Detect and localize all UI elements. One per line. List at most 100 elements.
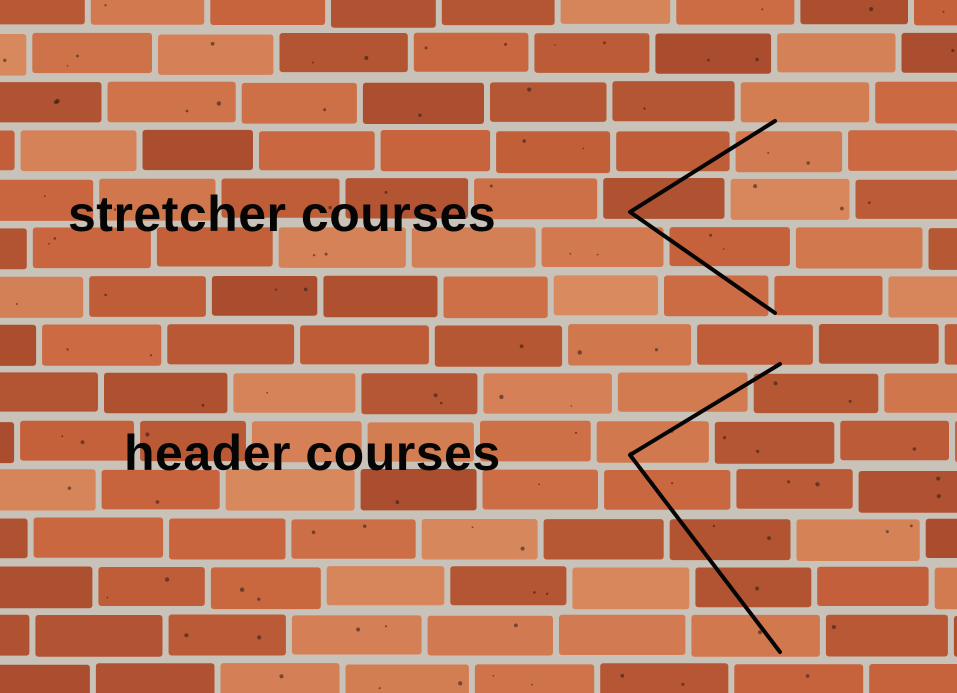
- brick: [20, 420, 135, 461]
- brick-speckle: [514, 623, 518, 628]
- brick-speckle: [643, 107, 646, 110]
- brick-speckle: [722, 248, 725, 250]
- brick-speckle: [201, 403, 205, 407]
- brick: [616, 131, 730, 172]
- brick: [278, 227, 406, 268]
- brick-speckle: [155, 500, 160, 504]
- brick-speckle: [216, 101, 222, 106]
- brick-speckle: [279, 674, 284, 679]
- brick: [168, 614, 286, 656]
- brick: [869, 664, 957, 693]
- brick: [914, 0, 957, 26]
- brick: [0, 130, 15, 171]
- brick: [251, 421, 362, 463]
- brick: [291, 519, 416, 559]
- brick-speckle: [384, 190, 388, 194]
- brick: [560, 0, 671, 24]
- brick: [90, 0, 205, 25]
- brick-speckle: [76, 54, 79, 58]
- brick-speckle: [538, 483, 540, 486]
- brick-speckle: [831, 625, 836, 629]
- brick-speckle: [936, 494, 941, 499]
- brick: [795, 227, 923, 269]
- brick: [0, 614, 30, 656]
- brick: [669, 227, 790, 267]
- brick-speckle: [55, 98, 60, 104]
- brick-speckle: [936, 476, 941, 481]
- brick-speckle: [869, 7, 874, 12]
- stretcher-bracket-icon: [628, 119, 777, 315]
- brick: [901, 32, 957, 73]
- brick-speckle: [66, 348, 69, 351]
- brick-speckle: [722, 436, 727, 440]
- brick-speckle: [150, 207, 154, 211]
- brick: [413, 32, 529, 72]
- brick: [89, 276, 206, 317]
- brick: [0, 518, 28, 559]
- brick: [210, 0, 326, 25]
- brick-speckle: [164, 577, 170, 582]
- brick-speckle: [458, 681, 463, 686]
- brick-speckle: [755, 57, 759, 62]
- brick-speckle: [439, 401, 443, 405]
- brick: [953, 615, 957, 657]
- brick-speckle: [433, 393, 438, 398]
- brick: [875, 81, 957, 124]
- brick-speckle: [3, 58, 7, 62]
- brick: [855, 179, 957, 219]
- brick: [0, 664, 90, 693]
- brick-speckle: [761, 8, 764, 11]
- brick: [140, 420, 246, 462]
- brick-speckle: [210, 41, 215, 46]
- brick-speckle: [596, 253, 599, 256]
- brick: [98, 567, 205, 606]
- brick-speckle: [758, 630, 762, 635]
- brick: [600, 663, 729, 693]
- brick: [421, 519, 538, 560]
- brick: [848, 130, 957, 171]
- brick-speckle: [15, 303, 18, 305]
- brick: [33, 517, 164, 558]
- brick-speckle: [755, 586, 760, 591]
- brick-speckle: [48, 242, 50, 245]
- brick: [158, 34, 274, 75]
- brick: [796, 519, 920, 561]
- brick: [42, 324, 162, 366]
- brick-speckle: [554, 44, 556, 46]
- brick: [735, 131, 843, 173]
- brick-speckle: [574, 431, 578, 434]
- brick-speckle: [328, 205, 332, 210]
- brick-speckle: [868, 201, 871, 204]
- brick: [225, 469, 355, 511]
- brick: [691, 614, 820, 657]
- brick: [858, 471, 957, 513]
- brick-speckle: [499, 394, 504, 400]
- brick: [210, 567, 321, 610]
- brick: [740, 82, 870, 123]
- brick: [167, 324, 295, 365]
- brick-speckle: [681, 682, 685, 686]
- brick-speckle: [113, 208, 117, 211]
- header-courses-label: header courses: [124, 425, 501, 481]
- brick-speckle: [104, 4, 107, 7]
- brick: [734, 664, 864, 693]
- brick-speckle: [384, 625, 388, 628]
- brick: [572, 567, 690, 610]
- brick: [480, 420, 591, 462]
- brick: [0, 276, 84, 318]
- stretcher-courses-label: stretcher courses: [68, 186, 497, 242]
- brick-speckle: [805, 674, 810, 678]
- brick: [441, 0, 555, 26]
- brick-speckle: [324, 252, 328, 256]
- brick: [753, 373, 879, 414]
- brick-speckle: [773, 381, 778, 386]
- brick: [777, 33, 896, 73]
- brick: [0, 372, 98, 412]
- brick-speckle: [767, 536, 771, 541]
- brick-speckle: [910, 524, 913, 528]
- brick: [817, 566, 929, 606]
- brick: [380, 130, 491, 172]
- brick-speckle: [311, 61, 314, 64]
- brick-speckle: [654, 348, 659, 352]
